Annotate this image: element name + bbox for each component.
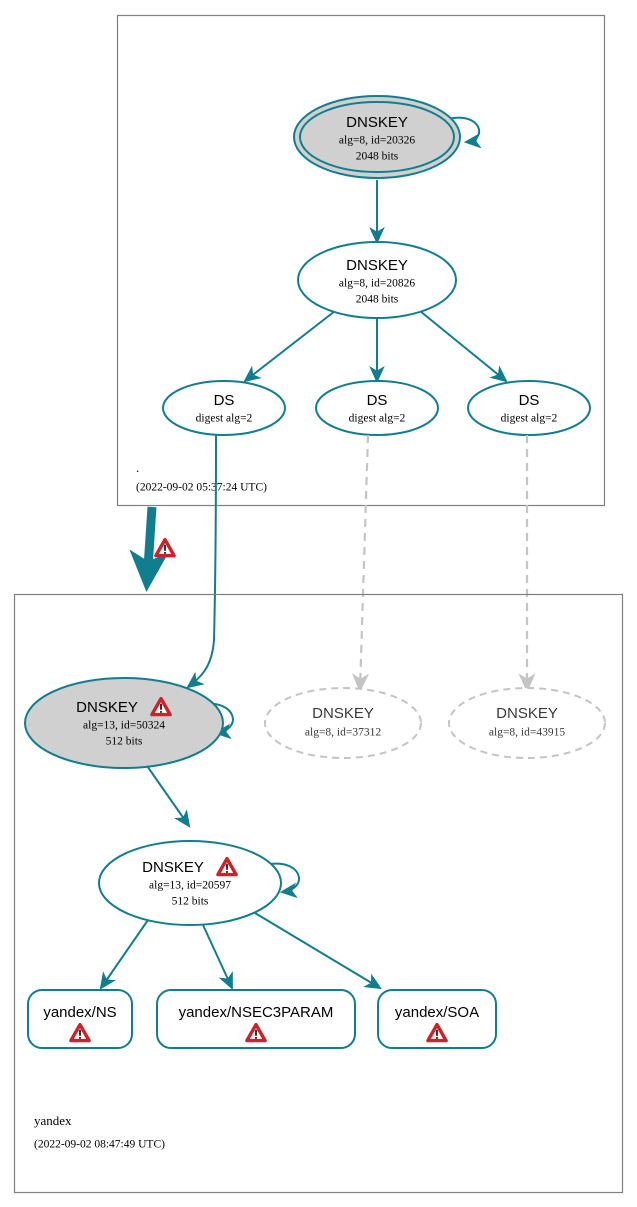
rrset-yandex-ns[interactable]: yandex/NS [27,989,133,1049]
node-keyinfo: alg=13, id=20597 [149,880,231,892]
node-yandex-ksk[interactable]: DNSKEY alg=13, id=50324 512 bits [24,677,224,769]
node-root-ds-2[interactable]: DS digest alg=2 [315,380,439,436]
node-title: DNSKEY [312,705,374,722]
node-digest: digest alg=2 [349,413,406,425]
node-outline [98,840,282,926]
node-keyinfo: alg=8, id=20826 [339,278,415,290]
node-digest: digest alg=2 [501,413,558,425]
node-keyinfo: alg=13, id=50324 [83,720,165,732]
edge-yandex-zsk-to-nsec3param [202,924,233,990]
node-title: DNSKEY [346,114,408,131]
node-outline-inner [299,101,455,173]
node-outline [448,687,606,759]
edge-yandex-zsk-to-soa [254,912,382,990]
node-keysize: 2048 bits [356,294,399,306]
node-outline [297,241,457,319]
zone-label-root: . [136,460,139,475]
node-keyinfo: alg=8, id=20326 [339,135,415,147]
edges-root [243,116,508,384]
node-keysize: 2048 bits [356,151,399,163]
node-outline [467,380,591,436]
zone-cluster-root: DNSKEY alg=8, id=20326 2048 bits DNSKEY … [116,14,606,507]
rrset-yandex-nsec3param[interactable]: yandex/NSEC3PARAM [156,989,356,1049]
rrset-label: yandex/SOA [395,1004,479,1021]
warning-triangle-icon-delegation [154,537,176,558]
rrset-label: yandex/NS [43,1004,116,1021]
edge-self-sign-root-ksk [447,116,482,149]
zone-box-root [116,14,606,507]
node-keyinfo: alg=8, id=43915 [489,727,565,739]
node-title: DNSKEY [142,859,204,876]
edge-ds2-to-ghost-37312 [351,434,370,693]
node-root-zsk[interactable]: DNSKEY alg=8, id=20826 2048 bits [297,241,457,319]
node-root-ds-3[interactable]: DS digest alg=2 [467,380,591,436]
node-title: DS [214,392,235,409]
node-outline [162,380,286,436]
edge-self-sign-yandex-zsk [269,862,300,899]
edge-delegation-bogus [129,506,169,592]
zone-box-yandex [13,593,624,1194]
rrset-label: yandex/NSEC3PARAM [179,1004,334,1021]
node-title: DNSKEY [496,705,558,722]
zone-timestamp-root: (2022-09-02 05:37:24 UTC) [136,482,267,494]
node-yandex-ghost-37312[interactable]: DNSKEY alg=8, id=37312 [264,687,422,759]
rrset-yandex-soa[interactable]: yandex/SOA [377,989,497,1049]
node-keysize: 512 bits [172,896,209,908]
node-outline [264,687,422,759]
node-digest: digest alg=2 [196,413,253,425]
node-yandex-ghost-43915[interactable]: DNSKEY alg=8, id=43915 [448,687,606,759]
edge-ds1-to-yandex-ksk [186,434,217,689]
rrset-outline [377,989,497,1049]
node-title: DS [519,392,540,409]
zone-timestamp-yandex: (2022-09-02 08:47:49 UTC) [34,1139,165,1151]
edges-cross-zone [129,434,536,693]
rrset-outline [27,989,133,1049]
node-keysize: 512 bits [106,736,143,748]
node-outline [24,677,224,769]
node-root-ds-1[interactable]: DS digest alg=2 [162,380,286,436]
node-outline [315,380,439,436]
node-title: DNSKEY [76,699,138,716]
edge-root-zsk-to-ds-1 [243,310,336,383]
node-title: DS [367,392,388,409]
zone-cluster-yandex: DNSKEY alg=13, id=50324 512 bits DNSKEY … [13,593,624,1194]
rrset-outline [156,989,356,1049]
node-root-ksk[interactable]: DNSKEY alg=8, id=20326 2048 bits [293,95,461,179]
node-yandex-zsk[interactable]: DNSKEY alg=13, id=20597 512 bits [98,840,282,926]
edge-yandex-ksk-to-zsk [144,762,191,828]
zone-label-yandex: yandex [34,1113,72,1128]
edge-root-zsk-to-ds-3 [419,310,508,383]
node-title: DNSKEY [346,257,408,274]
node-keyinfo: alg=8, id=37312 [305,727,381,739]
edge-yandex-zsk-to-ns [99,919,149,990]
